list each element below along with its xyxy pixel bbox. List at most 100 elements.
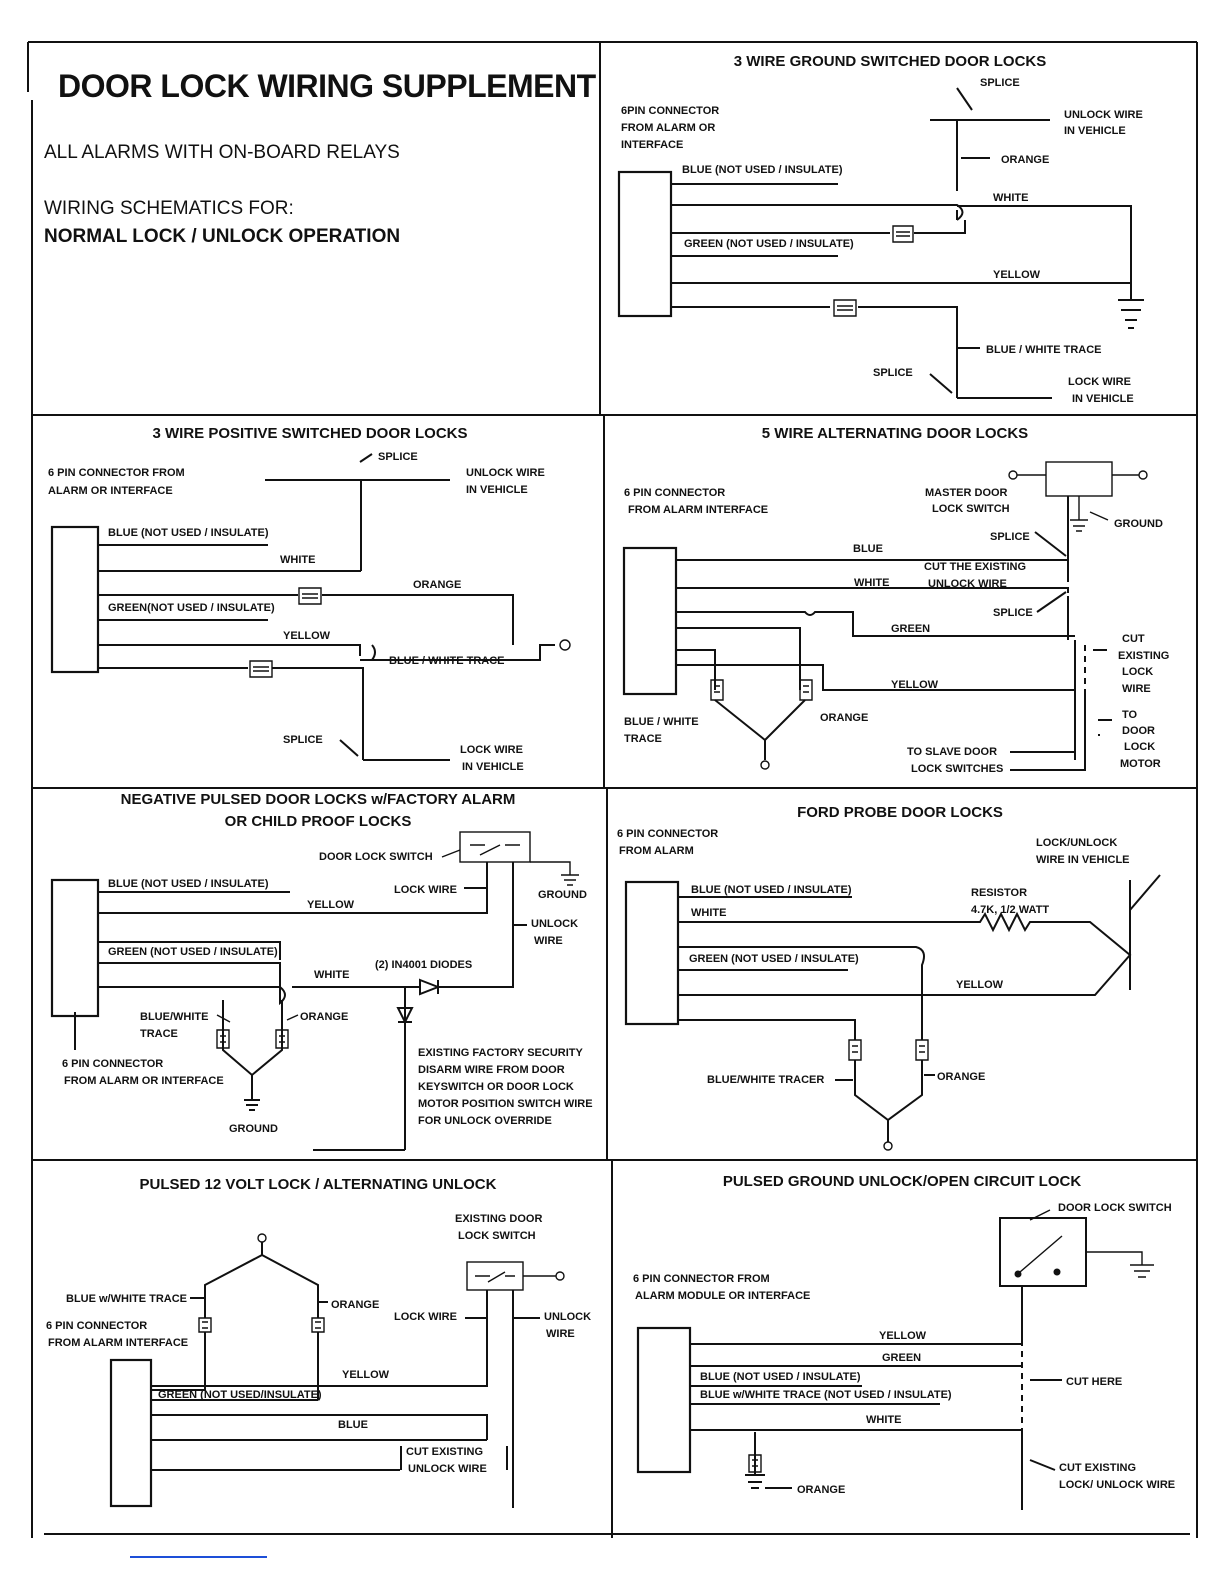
yellow-wire-label: YELLOW <box>307 899 355 911</box>
cut-lock-label: CUT <box>1122 633 1145 645</box>
bluewhite-wire-label: BLUE w/WHITE TRACE (NOT USED / INSULATE) <box>700 1389 952 1401</box>
panel-ford-probe: FORD PROBE DOOR LOCKS 6 PIN CONNECTOR FR… <box>617 804 1161 1151</box>
cut-existing-label: CUT EXISTING <box>1059 1462 1136 1474</box>
white-wire-label: WHITE <box>691 907 726 919</box>
yellow-wire-label: YELLOW <box>342 1369 390 1381</box>
bluewhite-wire-label: BLUE w/WHITE TRACE <box>66 1293 187 1305</box>
master-switch-icon <box>1045 461 1113 497</box>
panel-title: OR CHILD PROOF LOCKS <box>225 813 412 830</box>
yellow-wire-label: YELLOW <box>993 269 1041 281</box>
connector-label: 6 PIN CONNECTOR <box>624 487 725 499</box>
panel-5wire-alternating: 5 WIRE ALTERNATING DOOR LOCKS 6 PIN CONN… <box>622 425 1169 775</box>
panel-title: PULSED GROUND UNLOCK/OPEN CIRCUIT LOCK <box>723 1173 1082 1190</box>
resistor-label: 4.7K, 1/2 WATT <box>971 904 1049 916</box>
cut-lock-label: LOCK <box>1122 666 1153 678</box>
subtitle-alarms: ALL ALARMS WITH ON-BOARD RELAYS <box>44 142 400 163</box>
connector-label: FROM ALARM OR INTERFACE <box>64 1075 224 1087</box>
note-label: EXISTING FACTORY SECURITY <box>418 1047 583 1059</box>
connector-label: FROM ALARM <box>619 845 694 857</box>
ground-label: GROUND <box>538 889 587 901</box>
connector-label: 6 PIN CONNECTOR <box>617 828 718 840</box>
connector-label: ALARM MODULE OR INTERFACE <box>635 1290 810 1302</box>
blue-wire-label: BLUE (NOT USED / INSULATE) <box>700 1371 861 1383</box>
note-label: KEYSWITCH OR DOOR LOCK <box>418 1081 574 1093</box>
lock-wire-label: IN VEHICLE <box>462 761 524 773</box>
blue-wire-label: BLUE (NOT USED / INSULATE) <box>108 878 269 890</box>
yellow-wire-label: YELLOW <box>891 679 939 691</box>
blue-wire-label: BLUE <box>338 1419 368 1431</box>
panel-title: 3 WIRE POSITIVE SWITCHED DOOR LOCKS <box>152 425 467 442</box>
switch-label: EXISTING DOOR <box>455 1213 542 1225</box>
bluewhite-wire-label: BLUE/WHITE <box>140 1011 208 1023</box>
connector-6pin <box>624 880 680 1026</box>
connector-label: FROM ALARM OR <box>621 122 715 134</box>
motor-label: DOOR <box>1122 725 1155 737</box>
green-wire-label: GREEN <box>882 1352 921 1364</box>
slave-switch-label: LOCK SWITCHES <box>911 763 1003 775</box>
yellow-wire-label: YELLOW <box>879 1330 927 1342</box>
connector-label: 6 PIN CONNECTOR FROM <box>633 1273 770 1285</box>
orange-wire-label: ORANGE <box>937 1071 985 1083</box>
unlock-wire-label: IN VEHICLE <box>1064 125 1126 137</box>
master-switch-label: LOCK SWITCH <box>932 503 1010 515</box>
yellow-wire-label: YELLOW <box>956 979 1004 991</box>
cut-lock-label: WIRE <box>1122 683 1151 695</box>
splice-label: SPLICE <box>378 451 418 463</box>
unlock-wire-label: WIRE <box>546 1328 575 1340</box>
panel-title: FORD PROBE DOOR LOCKS <box>797 804 1003 821</box>
unlock-wire-label: UNLOCK WIRE <box>1064 109 1143 121</box>
splice-label: SPLICE <box>873 367 913 379</box>
panel-3wire-ground: 3 WIRE GROUND SWITCHED DOOR LOCKS SPLICE… <box>617 53 1144 405</box>
green-wire-label: GREEN (NOT USED / INSULATE) <box>689 953 859 965</box>
lock-wire-label: LOCK WIRE <box>1068 376 1131 388</box>
note-label: MOTOR POSITION SWITCH WIRE <box>418 1098 593 1110</box>
switch-label: LOCK SWITCH <box>458 1230 536 1242</box>
blue-wire-label: BLUE <box>853 543 883 555</box>
splice-label: SPLICE <box>283 734 323 746</box>
motor-label: MOTOR <box>1120 758 1161 770</box>
orange-wire-label: ORANGE <box>331 1299 379 1311</box>
connector-6pin <box>617 170 673 318</box>
note-label: DISARM WIRE FROM DOOR <box>418 1064 565 1076</box>
subtitle-schematics: WIRING SCHEMATICS FOR: <box>44 198 294 219</box>
white-wire-label: WHITE <box>280 554 315 566</box>
white-wire-label: WHITE <box>314 969 349 981</box>
ground-label: GROUND <box>229 1123 278 1135</box>
switch-label: DOOR LOCK SWITCH <box>319 851 433 863</box>
subtitle-operation: NORMAL LOCK / UNLOCK OPERATION <box>44 226 401 247</box>
resistor-label: RESISTOR <box>971 887 1027 899</box>
connector-label: FROM ALARM INTERFACE <box>48 1337 188 1349</box>
connector-label: ALARM OR INTERFACE <box>48 485 173 497</box>
unlock-wire-label: IN VEHICLE <box>466 484 528 496</box>
splice-label: SPLICE <box>980 77 1020 89</box>
connector-6pin <box>50 525 100 674</box>
orange-wire-label: ORANGE <box>413 579 461 591</box>
switch-label: DOOR LOCK SWITCH <box>1058 1202 1172 1214</box>
blue-wire-label: BLUE (NOT USED / INSULATE) <box>682 164 843 176</box>
panel-pulsed-ground: PULSED GROUND UNLOCK/OPEN CIRCUIT LOCK D… <box>633 1173 1175 1510</box>
blue-underline-mark <box>130 1556 267 1558</box>
lockunlock-label: WIRE IN VEHICLE <box>1036 854 1130 866</box>
white-wire-label: WHITE <box>993 192 1028 204</box>
blue-wire-label: BLUE (NOT USED / INSULATE) <box>691 884 852 896</box>
connector-label: 6 PIN CONNECTOR <box>46 1320 147 1332</box>
cut-lock-label: EXISTING <box>1118 650 1169 662</box>
white-wire-label: WHITE <box>866 1414 901 1426</box>
cut-here-label: CUT HERE <box>1066 1376 1122 1388</box>
panel-pulsed-12v: PULSED 12 VOLT LOCK / ALTERNATING UNLOCK… <box>46 1176 591 1508</box>
unlock-wire-label: UNLOCK <box>531 918 578 930</box>
bluewhite-wire-label: BLUE/WHITE TRACER <box>707 1074 824 1086</box>
panel-grid <box>27 41 1198 1538</box>
slave-switch-label: TO SLAVE DOOR <box>907 746 997 758</box>
lock-wire-label: IN VEHICLE <box>1072 393 1134 405</box>
lock-wire-label: LOCK WIRE <box>394 1311 457 1323</box>
lockunlock-label: LOCK/UNLOCK <box>1036 837 1117 849</box>
motor-label: TO <box>1122 709 1138 721</box>
connector-6pin <box>622 546 678 696</box>
unlock-wire-label: UNLOCK WIRE <box>466 467 545 479</box>
panel-title: PULSED 12 VOLT LOCK / ALTERNATING UNLOCK <box>140 1176 497 1193</box>
lock-wire-label: LOCK WIRE <box>394 884 457 896</box>
connector-label: INTERFACE <box>621 139 683 151</box>
connector-label: FROM ALARM INTERFACE <box>628 504 768 516</box>
